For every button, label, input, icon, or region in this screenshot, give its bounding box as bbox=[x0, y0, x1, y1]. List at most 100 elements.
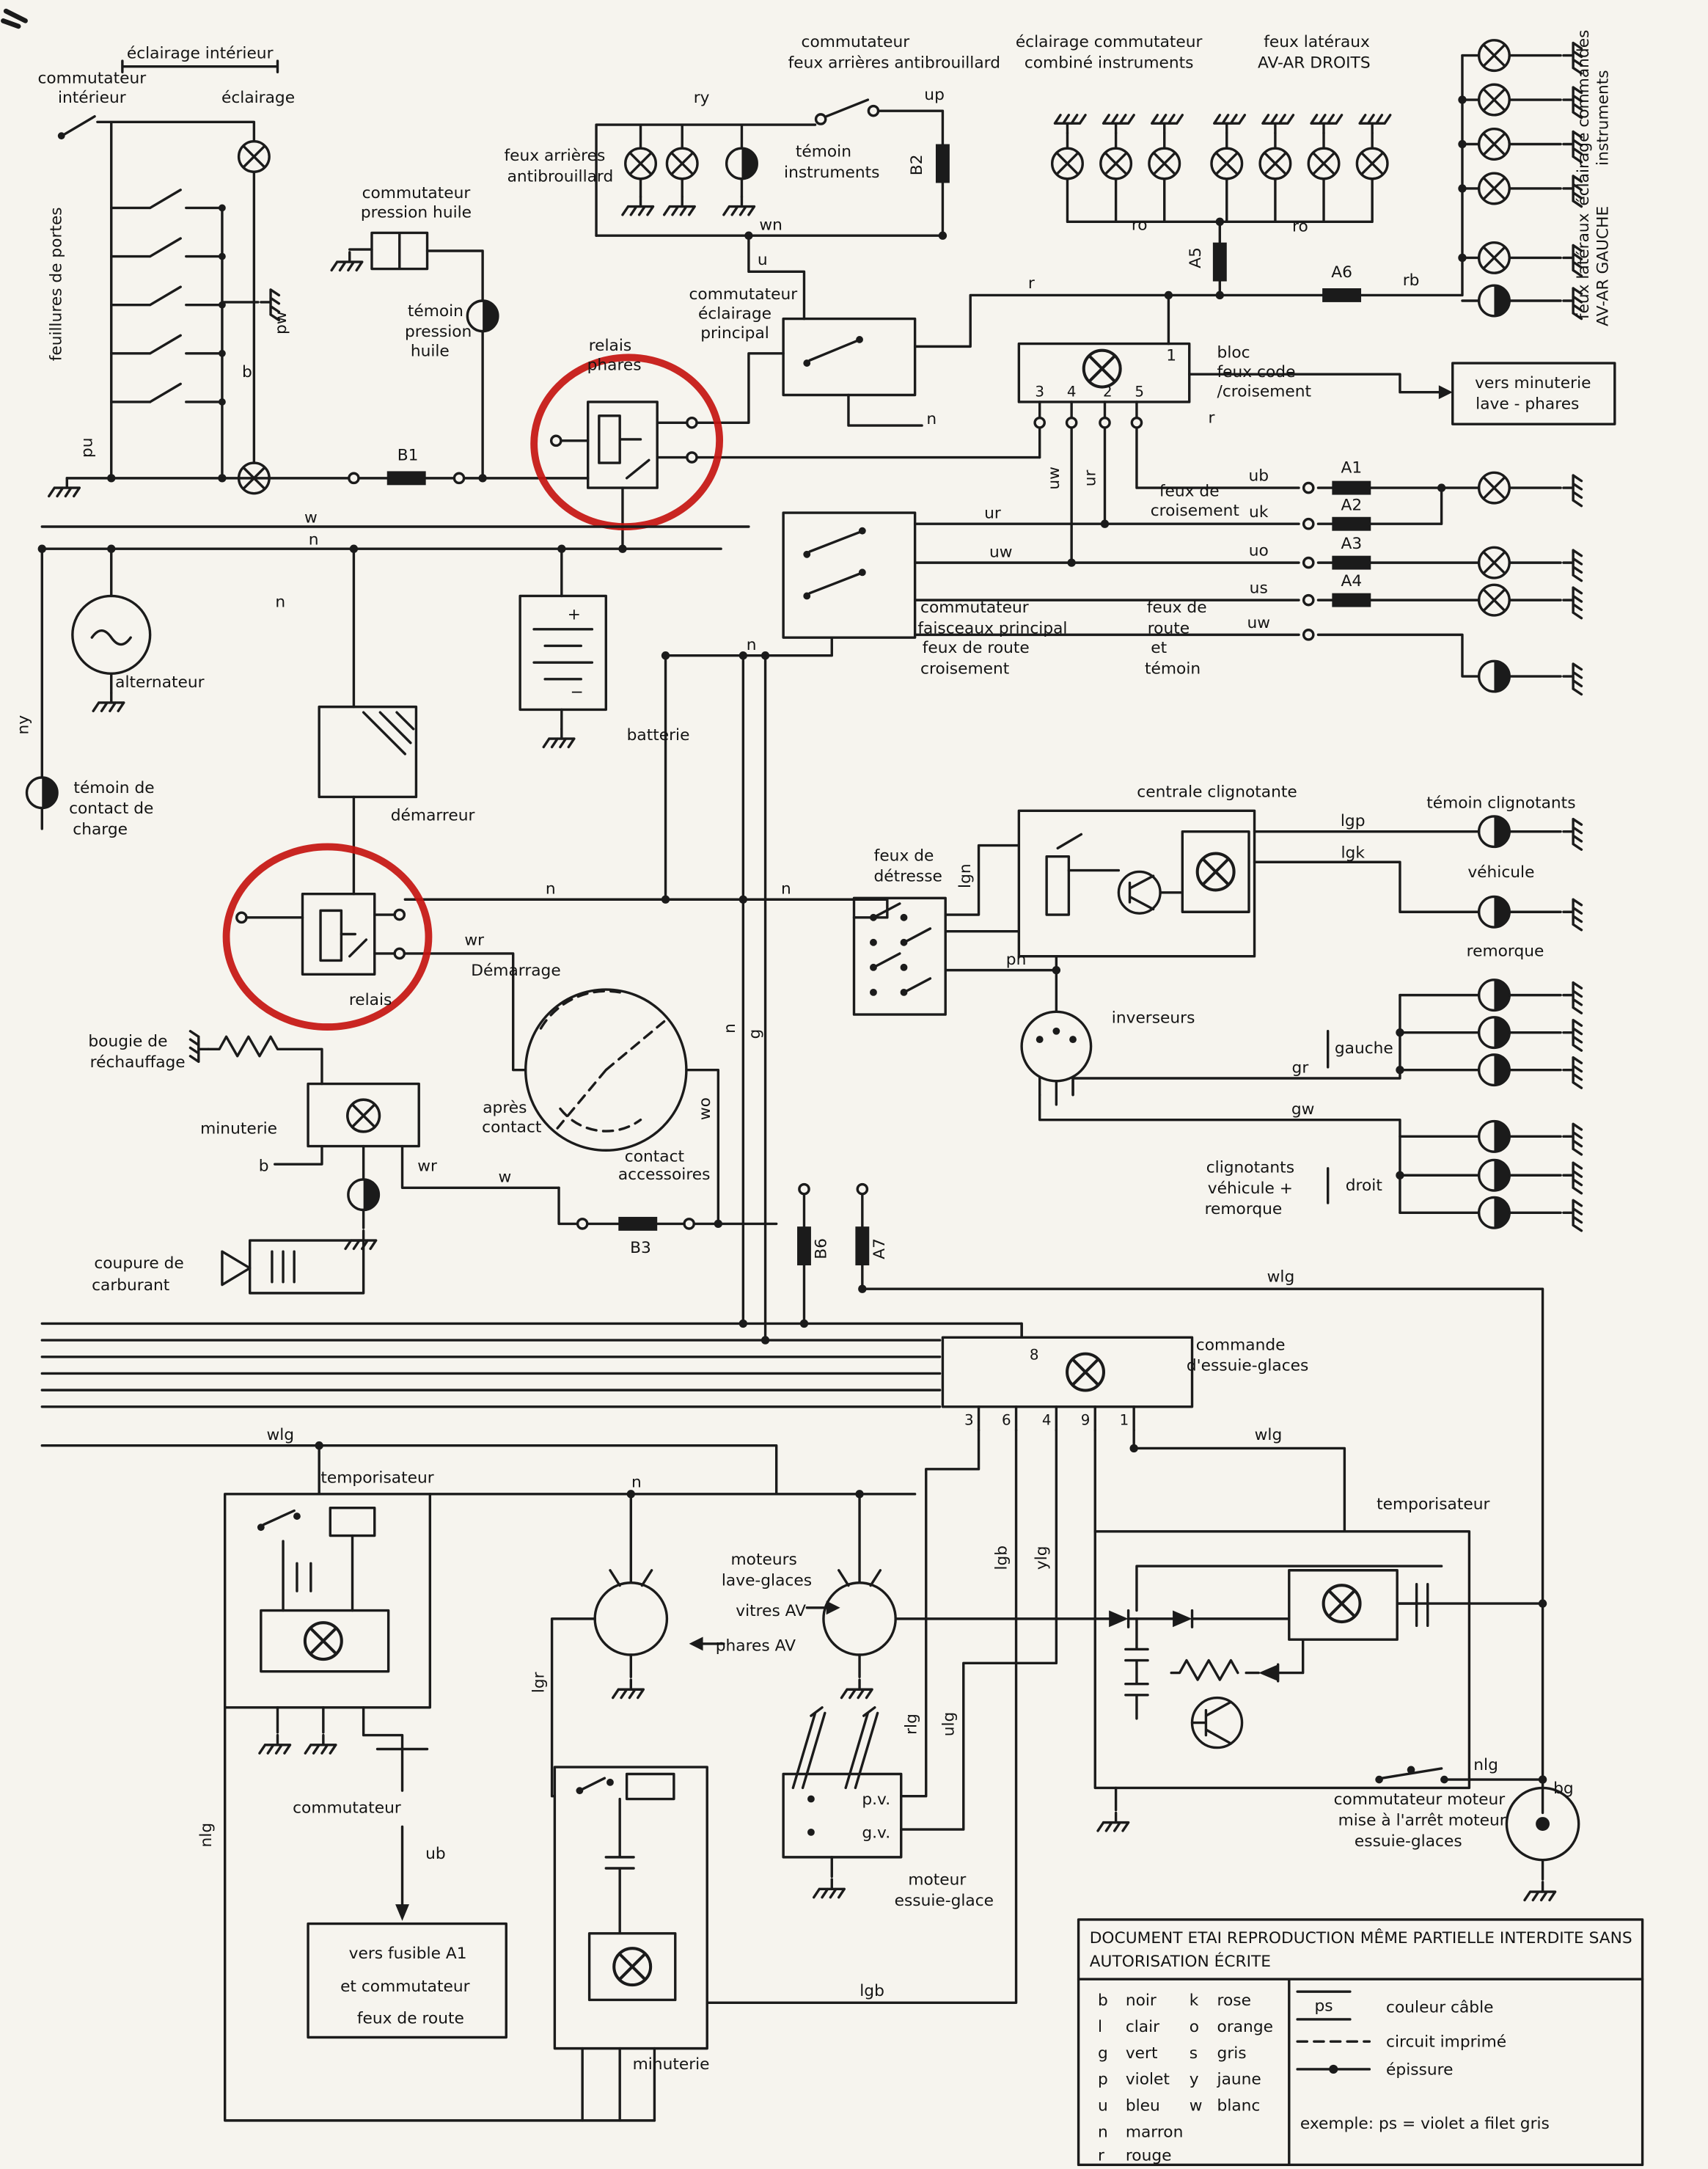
label-vehicule-plus: véhicule + bbox=[1208, 1179, 1293, 1198]
label-minuterie-2: minuterie bbox=[633, 2055, 710, 2074]
ground-icon bbox=[304, 1733, 337, 1755]
label-combine-instruments: combiné instruments bbox=[1025, 54, 1194, 73]
legend-example: exemple: ps = violet a filet gris bbox=[1300, 2115, 1550, 2133]
wire-label-ro1: ro bbox=[1132, 216, 1148, 235]
wiper-control-unit bbox=[705, 1322, 1346, 2004]
label-temoin-clignotants: témoin clignotants bbox=[1426, 794, 1575, 813]
fuse-b1-body bbox=[386, 471, 426, 486]
fuse-b6-body bbox=[797, 1226, 811, 1266]
label-feux-code: feux code bbox=[1217, 363, 1296, 381]
label-huile: huile bbox=[411, 343, 450, 361]
label-principal: principal bbox=[700, 324, 769, 343]
wire-label-ub2: ub bbox=[425, 1845, 446, 1863]
wire-label-n: n bbox=[926, 410, 937, 428]
label-carburant: carburant bbox=[92, 1276, 169, 1295]
wire-label-wlg3: wlg bbox=[1255, 1426, 1283, 1444]
bloc-feux-code bbox=[1017, 290, 1300, 564]
label-fuse-a4: A4 bbox=[1341, 572, 1362, 590]
battery bbox=[518, 547, 607, 749]
wire-label-wlg2: wlg bbox=[266, 1426, 294, 1444]
label-essuie-glaces-2: essuie-glaces bbox=[1355, 1832, 1462, 1851]
legend-name: vert bbox=[1126, 2044, 1158, 2063]
legend-row-3: épissure bbox=[1386, 2061, 1453, 2080]
wire-label-b2: b bbox=[259, 1157, 269, 1176]
label-fuse-b1: B1 bbox=[397, 446, 419, 464]
legend-text: DOCUMENT ETAI REPRODUCTION MÊME PARTIELL… bbox=[1090, 1928, 1632, 2165]
wire-label-nv: n bbox=[721, 1023, 739, 1034]
wire-label-bg: bg bbox=[1553, 1780, 1574, 1798]
red-circle-annotation-2 bbox=[222, 843, 433, 1031]
wire-label-pu: pu bbox=[78, 438, 96, 458]
label-battery-minus: − bbox=[571, 683, 584, 701]
label-commande-eg: commande bbox=[1196, 1336, 1286, 1354]
wire-label-w: w bbox=[304, 508, 318, 527]
wiper-motor bbox=[782, 1706, 903, 1899]
ground-icon bbox=[662, 195, 696, 216]
fuse-a1-body bbox=[1332, 480, 1371, 495]
wire-label-lgn: lgn bbox=[956, 863, 975, 888]
label-pv: p.v. bbox=[862, 1791, 890, 1809]
label-alternateur: alternateur bbox=[115, 673, 204, 692]
label-battery-plus: + bbox=[568, 606, 581, 624]
b1-fuse-row bbox=[110, 461, 590, 495]
label-contact: contact bbox=[482, 1119, 541, 1137]
wiper-park-switch bbox=[1375, 1766, 1580, 1902]
wire-label-n2: n bbox=[309, 531, 319, 549]
label-ceg-pin-3: 3 bbox=[964, 1411, 974, 1428]
wire-label-ub: ub bbox=[1248, 467, 1269, 486]
label-eclairage-2: éclairage bbox=[698, 305, 771, 323]
wire-label-gv2: g bbox=[746, 1029, 764, 1039]
label-ceg-pin-1: 1 bbox=[1120, 1411, 1129, 1428]
starter-relay bbox=[235, 892, 889, 1072]
label-croisement-2: croisement bbox=[1151, 502, 1239, 520]
label-essuie-glaces: d'essuie-glaces bbox=[1187, 1357, 1309, 1375]
ground-icon bbox=[48, 477, 81, 498]
label-clignotants: clignotants bbox=[1206, 1158, 1294, 1177]
label-fuse-a7: A7 bbox=[871, 1238, 889, 1259]
label-bougie: bougie de bbox=[88, 1033, 167, 1051]
wire-label-ulg: ulg bbox=[940, 1712, 959, 1737]
fuse-a6-body bbox=[1322, 288, 1362, 302]
beam-fuse-rows bbox=[913, 471, 1583, 696]
label-phares-av: phares AV bbox=[716, 1636, 796, 1655]
label-comm-faisceaux: commutateur bbox=[920, 599, 1029, 617]
wire-label-wr2: wr bbox=[417, 1157, 437, 1176]
wire-label-b: b bbox=[242, 363, 252, 381]
wire-label-lgp: lgp bbox=[1341, 812, 1366, 830]
label-essuie-glace: essuie-glace bbox=[895, 1892, 994, 1910]
label-ceg-pin-4: 4 bbox=[1042, 1411, 1052, 1428]
ground-icon bbox=[612, 1678, 645, 1700]
label-bloc-pin-2: 2 bbox=[1103, 383, 1113, 400]
starter bbox=[318, 547, 418, 896]
label-temporisateur-2: temporisateur bbox=[1377, 1496, 1489, 1514]
label-fuse-a1: A1 bbox=[1341, 458, 1362, 477]
arrow-down-icon bbox=[395, 1904, 409, 1921]
label-bloc-pin-3: 3 bbox=[1035, 383, 1044, 400]
wire-label-w2: w bbox=[498, 1168, 511, 1187]
legend-name: rose bbox=[1217, 1991, 1251, 2010]
legend-code: n bbox=[1098, 2124, 1108, 2142]
wire-label-rb: rb bbox=[1403, 271, 1420, 290]
label-feuillures-de-portes: feuillures de portes bbox=[48, 207, 66, 361]
fuel-cutoff bbox=[221, 1239, 365, 1295]
washer-motors bbox=[550, 1493, 1096, 1798]
label-demarrage: Démarrage bbox=[471, 962, 561, 980]
wire-label-pw: pw bbox=[272, 311, 290, 334]
bus-lines bbox=[40, 1287, 1544, 1790]
label-comm-moteur: commutateur moteur bbox=[1334, 1791, 1506, 1809]
timer-bottom bbox=[553, 1766, 708, 2050]
label-fuse-b6: B6 bbox=[813, 1238, 831, 1259]
wire-label-ry: ry bbox=[694, 89, 710, 107]
label-apres-contact: après bbox=[483, 1099, 527, 1117]
label-croisement: /croisement bbox=[1217, 382, 1312, 400]
wire-label-us: us bbox=[1250, 579, 1268, 598]
label-et: et bbox=[1151, 639, 1167, 657]
label-temoin: témoin bbox=[1145, 659, 1201, 678]
arrow-right-icon bbox=[826, 1601, 840, 1615]
interior-lighting bbox=[48, 59, 281, 498]
fuse-a4-body bbox=[1332, 593, 1371, 607]
fuse-a5-body bbox=[1212, 242, 1227, 282]
label-interieur: intérieur bbox=[58, 89, 126, 107]
arrow-left-icon bbox=[689, 1636, 703, 1651]
